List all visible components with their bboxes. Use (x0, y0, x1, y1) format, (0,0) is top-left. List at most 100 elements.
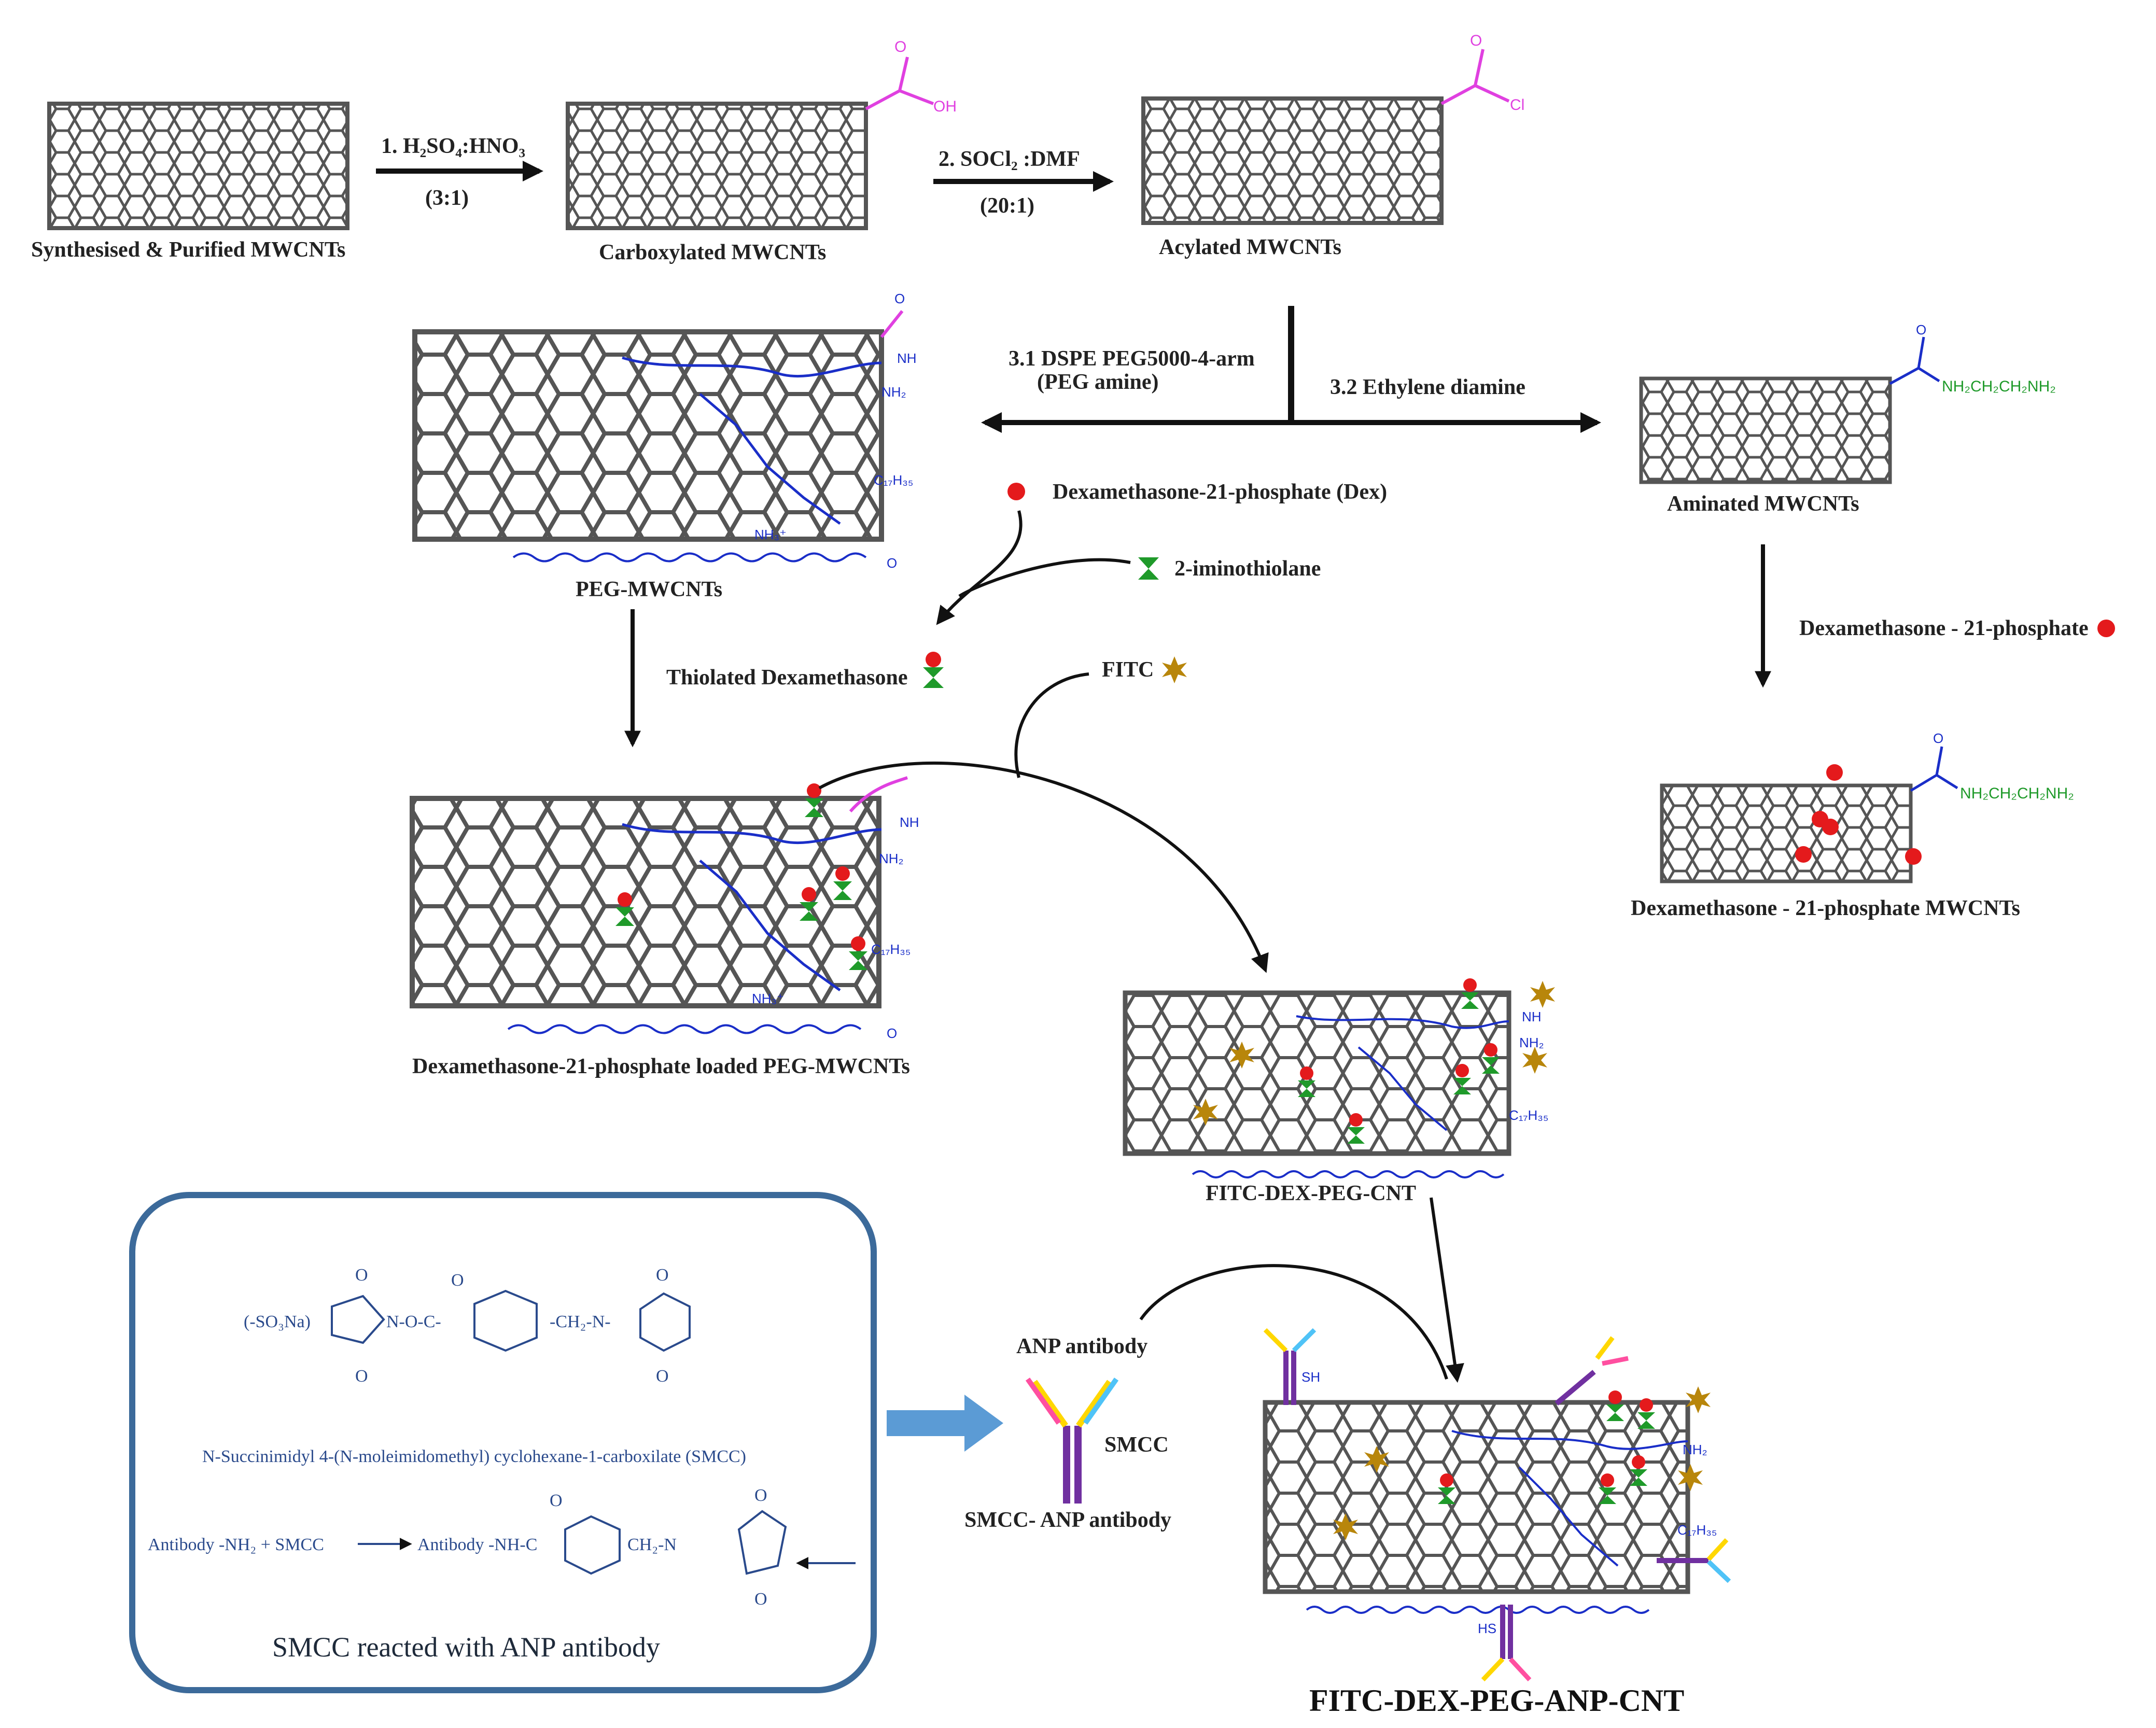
antibody-icon (1025, 1378, 1119, 1504)
smcc-name: N-Succinimidyl 4-(N-moleimidomethyl) cyc… (202, 1447, 746, 1466)
nanotube-dex-mwcnt (1660, 783, 1913, 883)
final-antibody-right (1657, 1538, 1731, 1583)
label-mwcnt-raw: Synthesised & Purified MWCNTs (31, 238, 345, 262)
final-antibody-topleft (1263, 1328, 1317, 1405)
label-peg-mwcnt: PEG-MWCNTs (576, 578, 722, 601)
label-step31b: (PEG amine) (1037, 370, 1158, 394)
amide-group (1889, 336, 1940, 385)
nanotube-carboxylated (566, 102, 868, 230)
chem-c17h35-fitc: C₁₇H₃₅ (1509, 1107, 1548, 1123)
smcc-o-2: O (355, 1367, 368, 1386)
final-peg-wave (1306, 1606, 1650, 1614)
label-thiolated-dex: Thiolated Dexamethasone (666, 666, 908, 690)
chem-nh2-fitc: NH₂ (1519, 1035, 1544, 1050)
label-acylated: Acylated MWCNTs (1159, 235, 1341, 259)
chem-nh2-peg: NH₂ (881, 384, 906, 400)
dex-icon (1007, 483, 1025, 500)
chem-hs-final: HS (1478, 1621, 1496, 1636)
smcc-o-1: O (355, 1266, 368, 1285)
label-step31a: 3.1 DSPE PEG5000-4-arm (1009, 347, 1255, 371)
fitc-dex-peg-structure: NH NH₂ C₁₇H₃₅ (1123, 978, 1555, 1178)
blue-arrow (887, 1395, 1003, 1452)
arrow-to-final (1430, 1197, 1464, 1383)
chem-c17h35-peg: C₁₇H₃₅ (874, 472, 913, 488)
chem-nh2-dex-peg: NH₂ (879, 851, 904, 866)
dex-peg-structure: NH NH₂ C₁₇H₃₅ NH₃⁺ O (410, 776, 919, 1041)
smcc-reaction-left: Antibody -NH₂ + SMCC (148, 1535, 324, 1554)
chem-o-peg-end: O (887, 555, 897, 571)
dex-dot-3 (1822, 819, 1839, 835)
carboxyl-group (865, 57, 934, 110)
smcc-linker: N-O-C- (386, 1312, 441, 1331)
final-dex-markers (1438, 1390, 1655, 1504)
label-final: FITC-DEX-PEG-ANP-CNT (1309, 1683, 1684, 1718)
chem-o-dex-peg-end: O (887, 1025, 897, 1041)
fitc-icon (1162, 656, 1187, 683)
chem-amine-chain-2: NH₂CH₂CH₂NH₂ (1960, 785, 2074, 802)
chem-o-peg: O (894, 291, 905, 306)
label-fitc-dex-peg: FITC-DEX-PEG-CNT (1206, 1182, 1416, 1205)
smcc-o-6: O (550, 1491, 563, 1510)
label-step2-ratio: (20:1) (980, 194, 1034, 218)
smcc-product-ring (564, 1510, 787, 1575)
acyl-group (1440, 49, 1510, 105)
smcc-o-7: O (754, 1486, 767, 1505)
peg-wave (512, 552, 867, 563)
final-fitc-stars (1333, 1386, 1711, 1540)
fitc-peg-chain (1296, 1015, 1509, 1131)
curve-fitc (1014, 672, 1089, 778)
chem-nh-fitc: NH (1522, 1009, 1542, 1024)
chem-nh3-dex-peg: NH₃⁺ (752, 991, 784, 1006)
dex-dot-5 (1905, 848, 1922, 865)
nanotube-peg (412, 329, 884, 542)
chem-oh: OH (933, 98, 957, 115)
label-smcc-anp: SMCC- ANP antibody (964, 1508, 1171, 1532)
chem-nh-dex-peg: NH (900, 814, 919, 830)
amide-group-2 (1910, 746, 1958, 792)
final-antibody-topright (1555, 1336, 1629, 1406)
label-dex-right: Dexamethasone - 21-phosphate (1799, 616, 2089, 640)
nanotube-fitc-dex-peg (1123, 990, 1511, 1156)
peg-mwcnt-structure: O NH NH₂ C₁₇H₃₅ NH₃⁺ O (412, 291, 917, 571)
final-peg-chain (1451, 1430, 1688, 1567)
fitc-stars (1193, 981, 1555, 1126)
dex-peg-chain (622, 823, 882, 992)
smcc-o-8: O (754, 1590, 767, 1609)
label-carboxylated: Carboxylated MWCNTs (599, 241, 826, 264)
smcc-ch2n: -CH₂-N- (550, 1312, 611, 1331)
label-dex-loaded-peg: Dexamethasone-21-phosphate loaded PEG-MW… (412, 1055, 910, 1078)
nanotube-final (1263, 1400, 1690, 1594)
chem-sh-final: SH (1301, 1369, 1320, 1385)
smcc-reaction-right: Antibody -NH-C (417, 1535, 537, 1554)
thiolated-dex-icon (923, 652, 944, 688)
nanotube-raw (47, 102, 349, 230)
chem-o-dex-amine: O (1933, 730, 1943, 746)
curve-dex-thiol (936, 510, 1023, 625)
chem-amine-chain: NH₂CH₂CH₂NH₂ (1942, 378, 2056, 395)
label-iminothiolane: 2-iminothiolane (1174, 557, 1321, 581)
smcc-structure (331, 1289, 691, 1352)
fitc-dex-markers (1298, 978, 1500, 1144)
final-structure: NH₂ C₁₇H₃₅ SH (1263, 1328, 1731, 1682)
peg-chain-blue (622, 356, 882, 525)
smcc-reaction-ch2n: CH₂-N (627, 1535, 677, 1554)
smcc-box (129, 1192, 877, 1693)
chem-o-amine: O (1916, 322, 1926, 338)
thiolated-dex-on-peg (615, 783, 867, 970)
smcc-o-3: O (451, 1271, 464, 1290)
label-fitc: FITC (1102, 658, 1154, 682)
chem-nh3-peg: NH₃⁺ (754, 527, 787, 542)
label-step1-ratio: (3:1) (425, 186, 469, 210)
curve-imino (958, 558, 1131, 598)
peg-link-magenta (880, 310, 904, 338)
chem-c17h35-final: C₁₇H₃₅ (1677, 1522, 1717, 1538)
curve-anp (1139, 1264, 1448, 1380)
dex-right-icon (2097, 620, 2115, 637)
label-dex: Dexamethasone-21-phosphate (Dex) (1053, 480, 1387, 504)
nanotube-acylated (1141, 96, 1444, 225)
chem-nh-peg: NH (897, 350, 917, 366)
dex-peg-link (849, 776, 908, 812)
label-aminated: Aminated MWCNTs (1667, 492, 1859, 516)
chem-o-acyl: O (1470, 32, 1482, 49)
